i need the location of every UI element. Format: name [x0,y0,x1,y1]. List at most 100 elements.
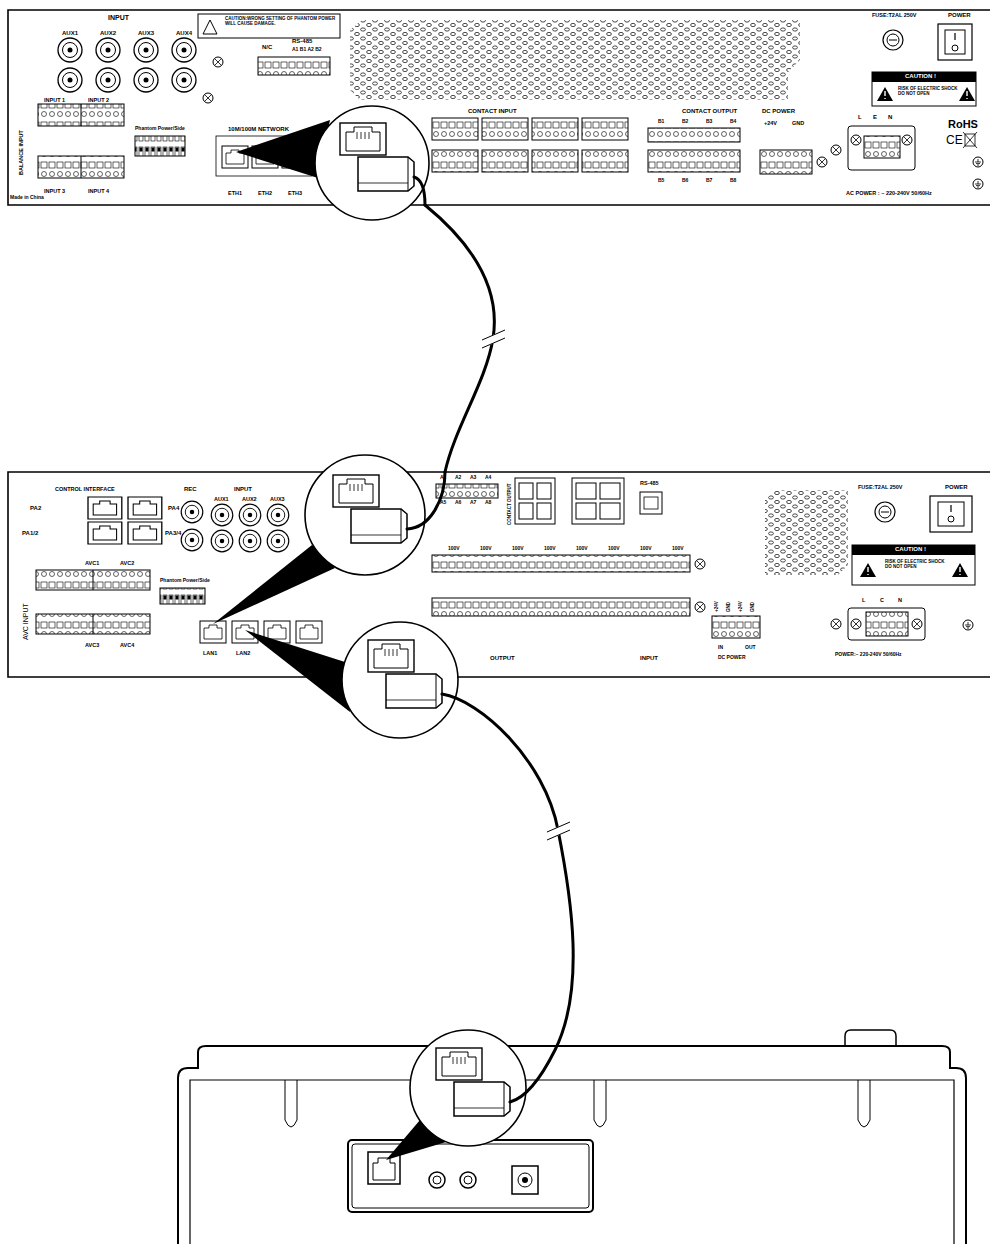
network-cable [407,472,445,529]
console-unit [429,1172,445,1188]
top-panel-art [848,126,915,170]
network-cable [407,177,573,1102]
middle-panel-art [211,530,233,552]
panel-label: E [873,114,877,121]
top-panel-art [973,179,983,189]
zoom-callout [342,622,458,738]
panel-label: AVC INPUT [22,603,30,640]
top-panel-art [172,38,196,62]
top-panel-art [864,136,900,158]
zoom-callout [213,455,425,624]
panel-label: FUSE:T2AL 250V [872,12,917,18]
panel-label: A4 [485,475,491,481]
panel-label: PA1/2 [22,530,38,537]
top-panel-art [582,118,628,140]
panel-label: POWER [945,484,968,491]
panel-label: PA3/4 [165,530,181,537]
panel-label: RISK OF ELECTRIC SHOCK DO NOT OPEN [898,87,958,97]
panel-label: OUTPUT [490,655,515,662]
panel-label: CAUTION ! [905,73,936,80]
middle-panel-art [848,608,925,640]
middle-panel-art [640,492,662,514]
panel-label: N [898,597,902,603]
panel-label: AUX1 [62,30,78,37]
middle-panel-art [181,501,203,523]
panel-label: GND [792,120,804,126]
panel-label: POWER:~ 220-240V 50/60Hz [835,652,902,658]
panel-label: 100V [448,546,460,552]
panel-label: 100V [672,546,684,552]
panel-label: ETH3 [288,190,302,196]
panel-label: +24V [764,120,777,126]
panel-label: RoHS [948,118,978,130]
panel-label: ETH1 [228,190,242,196]
zoom-callout [340,123,386,155]
top-panel-art [963,132,977,148]
panel-label: AUX3 [270,496,285,502]
top-panel-art [954,33,955,40]
panel-label: A5 [440,500,446,506]
panel-label: FUSE:T2AL 250V [858,484,903,490]
console-unit [178,1030,966,1244]
panel-label: AUX3 [138,30,154,37]
top-panel-art [959,87,975,101]
top-panel-art [973,157,983,167]
panel-label: B7 [706,178,712,184]
panel-label: GND [727,602,732,612]
panel-label: INPUT 2 [88,97,109,103]
top-panel-art [831,145,841,155]
panel-label: AUX4 [176,30,192,37]
panel-label: CAUTION:WRONG SETTING OF PHANTOM POWER W… [225,17,337,27]
top-panel-art [8,10,990,205]
middle-panel-art [296,621,322,643]
panel-label: B6 [682,178,688,184]
top-panel-art [96,38,120,62]
top-panel-art [203,20,217,34]
panel-label: 10M/100M NETWORK [228,126,289,133]
console-unit [373,1158,395,1180]
middle-panel-art [600,503,620,519]
middle-panel-art [267,530,289,552]
middle-panel-art [879,506,891,518]
panel-label: L [858,114,862,121]
panel-label: CAUTION ! [895,546,926,553]
top-panel-art [877,87,893,101]
top-panel-art [532,118,578,140]
zoom-callout [245,630,350,712]
rear-panel: CONTROL INTERFACEPA2PA4PA1/2PA3/4RECINPU… [8,472,990,677]
top-panel-art [582,150,628,172]
middle-panel-art [765,490,848,575]
panel-label: B5 [658,178,664,184]
middle-panel-art [181,529,203,551]
panel-label: 100V [480,546,492,552]
console-unit [858,1080,870,1127]
panel-label: B1 [658,119,664,125]
panel-label: AUX2 [100,30,116,37]
panel-label: INPUT [640,655,658,662]
panel-label: AC POWER : ~ 220-240V 50/60Hz [846,190,932,196]
panel-label: 100V [576,546,588,552]
zoom-callout [213,545,335,624]
top-panel-art [482,118,528,140]
panel-label: B4 [730,119,736,125]
zoom-callout [305,455,425,575]
panel-label: N/C [262,44,272,51]
middle-panel-art [881,512,889,513]
panel-label: LAN1 [203,650,217,656]
middle-panel-art [88,497,122,519]
middle-panel-art [695,559,705,569]
cable-break [547,822,570,840]
console-unit [845,1030,896,1046]
panel-label: A1 [440,475,446,481]
panel-label: CE [946,134,963,147]
zoom-callout [315,106,429,220]
zoom-callout [333,475,379,507]
top-panel-art [213,57,223,67]
panel-label: AVC3 [85,642,99,648]
top-panel-art [760,150,812,174]
middle-panel-art [432,555,690,572]
panel-label: AUX2 [242,496,257,502]
middle-panel-art [432,598,690,616]
top-panel-art [889,40,897,41]
panel-label: A2 [455,475,461,481]
